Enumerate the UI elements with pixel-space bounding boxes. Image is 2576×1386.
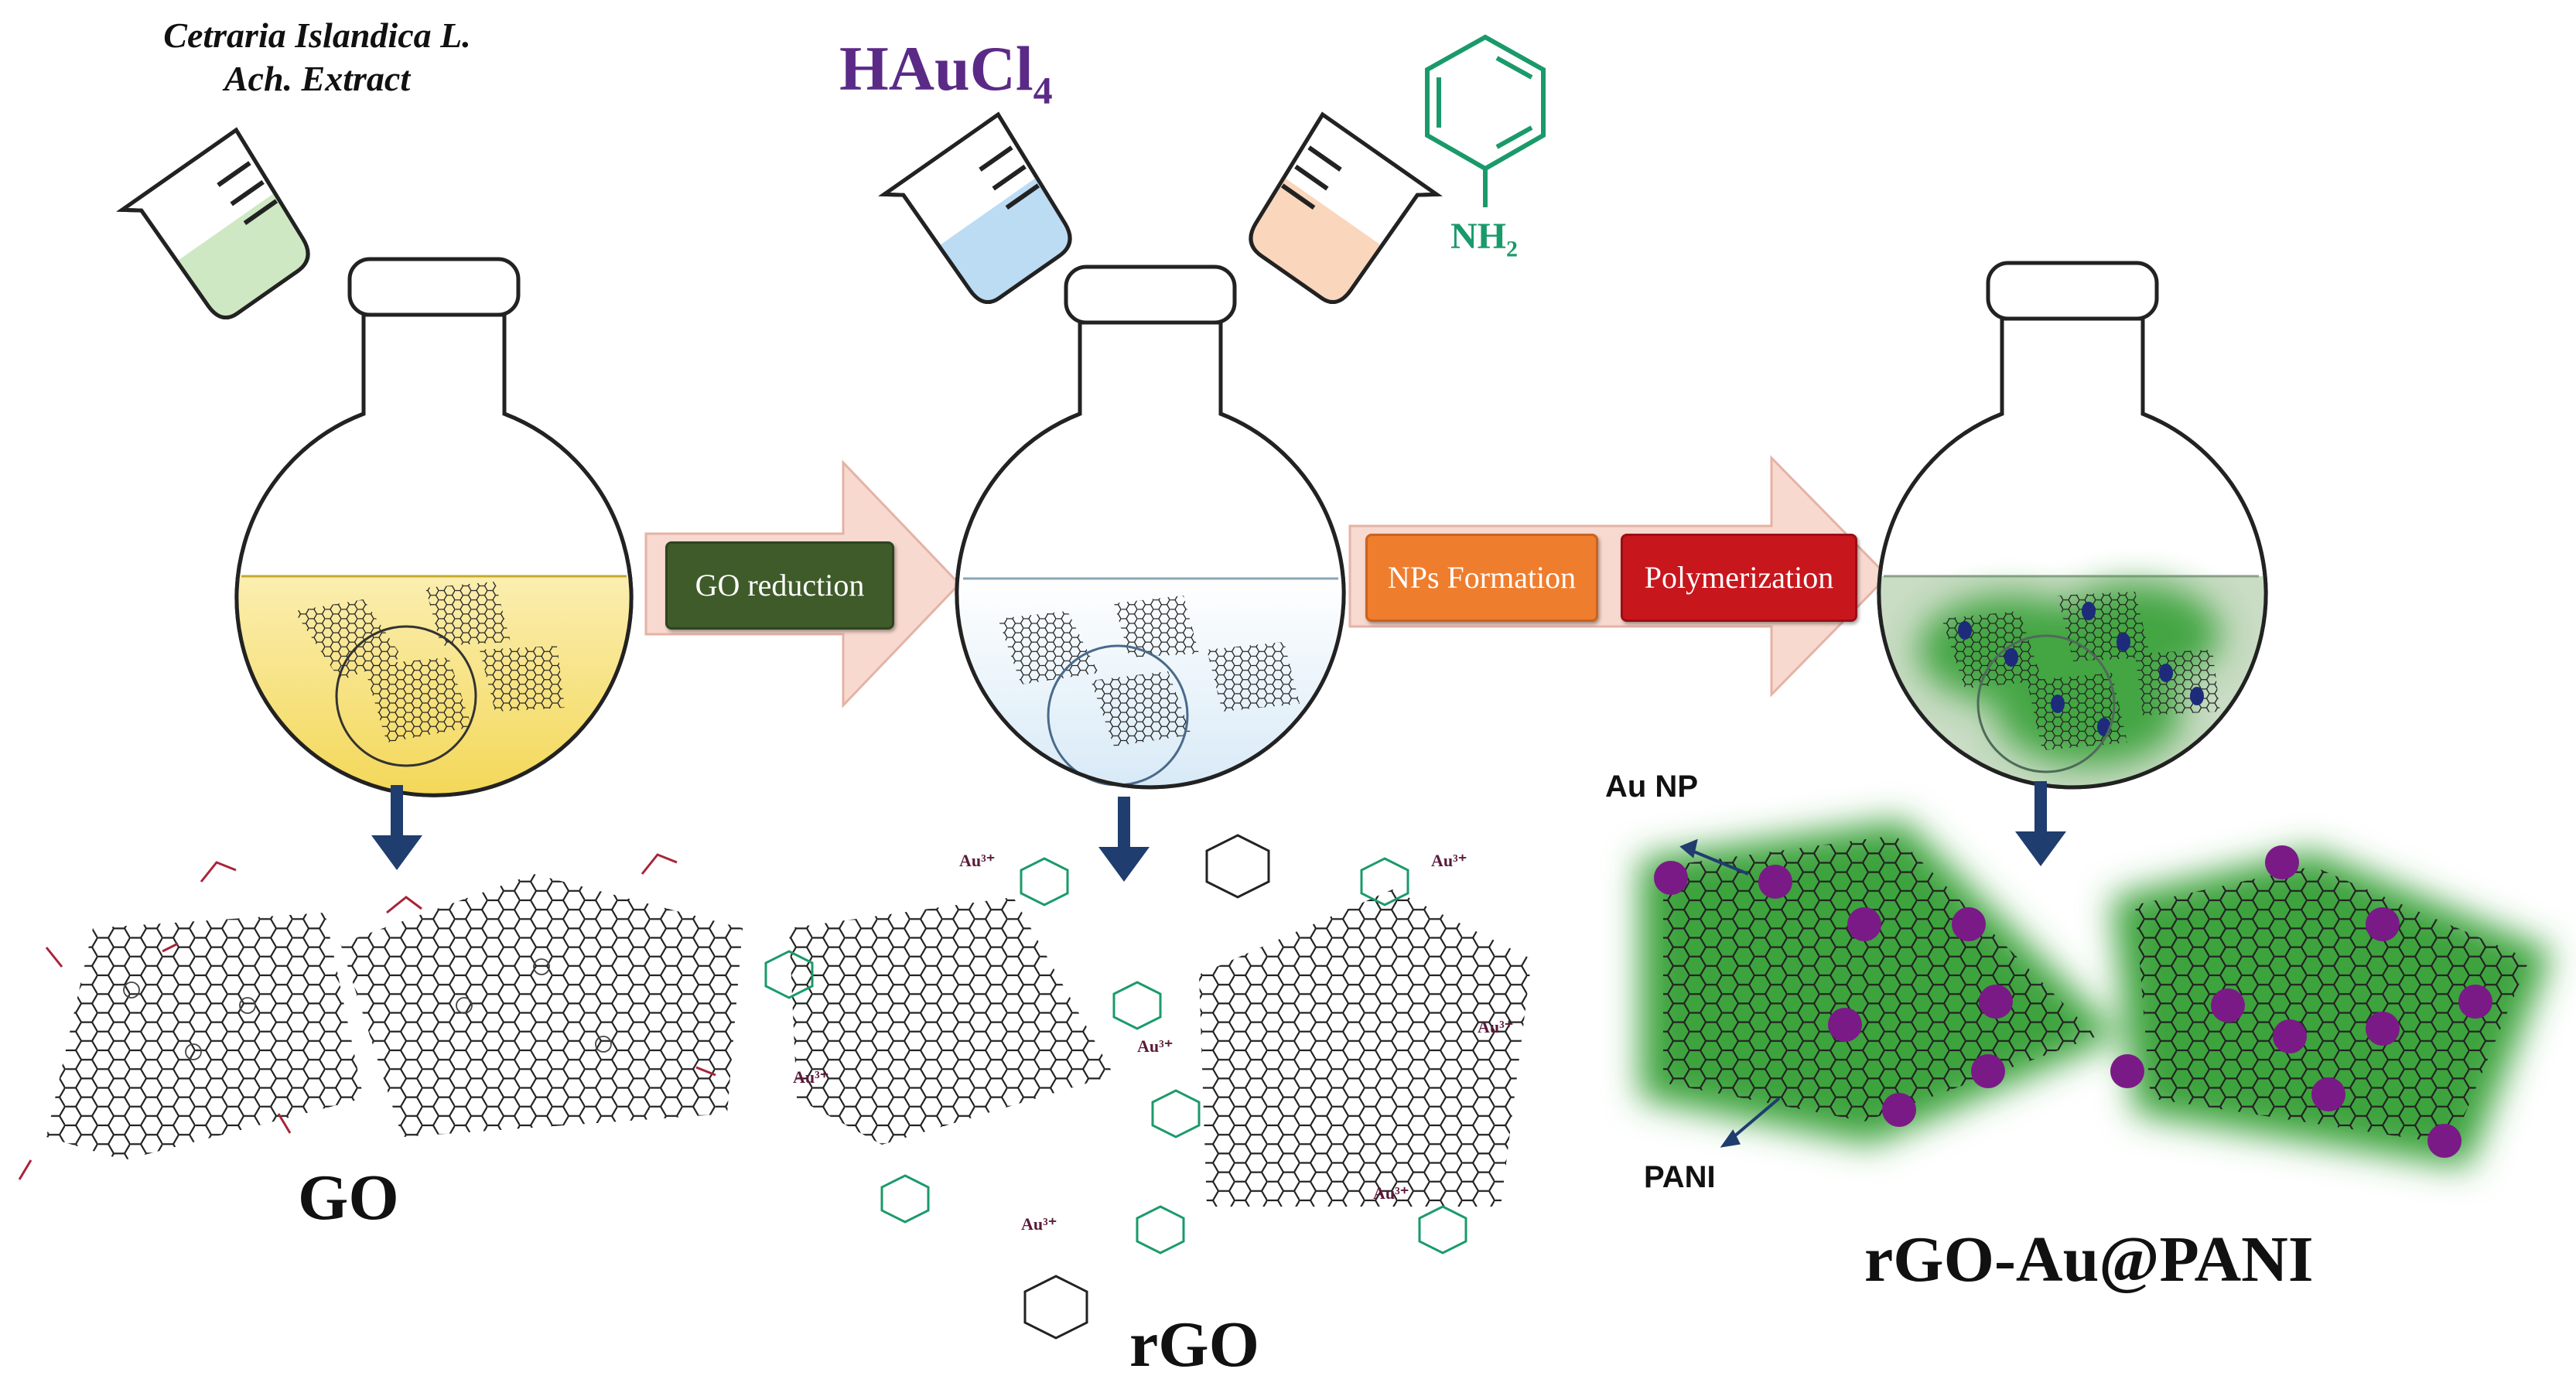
nh2-subscript: 2 [1506, 236, 1518, 262]
step-nps-formation: NPs Formation [1365, 534, 1598, 622]
svg-text:Au³⁺: Au³⁺ [1478, 1017, 1513, 1036]
down-arrows [371, 781, 2066, 882]
nh2-main: NH [1450, 216, 1506, 257]
go-label: GO [298, 1162, 399, 1234]
extract-label-line2: Ach. Extract [224, 59, 411, 98]
step-polymerization: Polymerization [1621, 534, 1857, 622]
composite-sheets [1640, 820, 2553, 1168]
nh2-label: NH2 [1450, 215, 1518, 263]
haucl4-subscript: 4 [1033, 68, 1053, 112]
process-arrow-2 [1348, 455, 1890, 698]
go-sheets [18, 853, 743, 1180]
svg-text:Au³⁺: Au³⁺ [793, 1067, 828, 1087]
beaker-aniline [1249, 111, 1443, 305]
rgo-sheets: Au³⁺ Au³⁺ Au³⁺ Au³⁺ Au³⁺ Au³⁺ Au³⁺ [764, 834, 1532, 1340]
svg-text:Au³⁺: Au³⁺ [1431, 851, 1467, 870]
step-go-reduction: GO reduction [665, 541, 894, 630]
rgo-label: rGO [1129, 1309, 1259, 1381]
pani-label: PANI [1644, 1160, 1716, 1194]
extract-label: Cetraria Islandica L. Ach. Extract [116, 14, 518, 101]
beaker-extract [116, 127, 310, 320]
beaker-haucl4 [878, 111, 1072, 305]
haucl4-main: HAuCl [839, 33, 1033, 104]
au-np-label: Au NP [1605, 770, 1698, 804]
aniline-structure [1425, 34, 1546, 207]
flask-go [234, 257, 634, 797]
svg-text:Au³⁺: Au³⁺ [1137, 1036, 1173, 1056]
svg-text:Au³⁺: Au³⁺ [959, 851, 995, 870]
extract-label-line1: Cetraria Islandica L. [163, 15, 471, 55]
svg-text:Au³⁺: Au³⁺ [1021, 1214, 1057, 1234]
flask-rgo [955, 265, 1346, 790]
haucl4-label: HAuCl4 [839, 32, 1053, 112]
svg-text:Au³⁺: Au³⁺ [1373, 1183, 1409, 1203]
composite-label: rGO-Au@PANI [1864, 1224, 2314, 1296]
flask-composite [1877, 261, 2268, 790]
